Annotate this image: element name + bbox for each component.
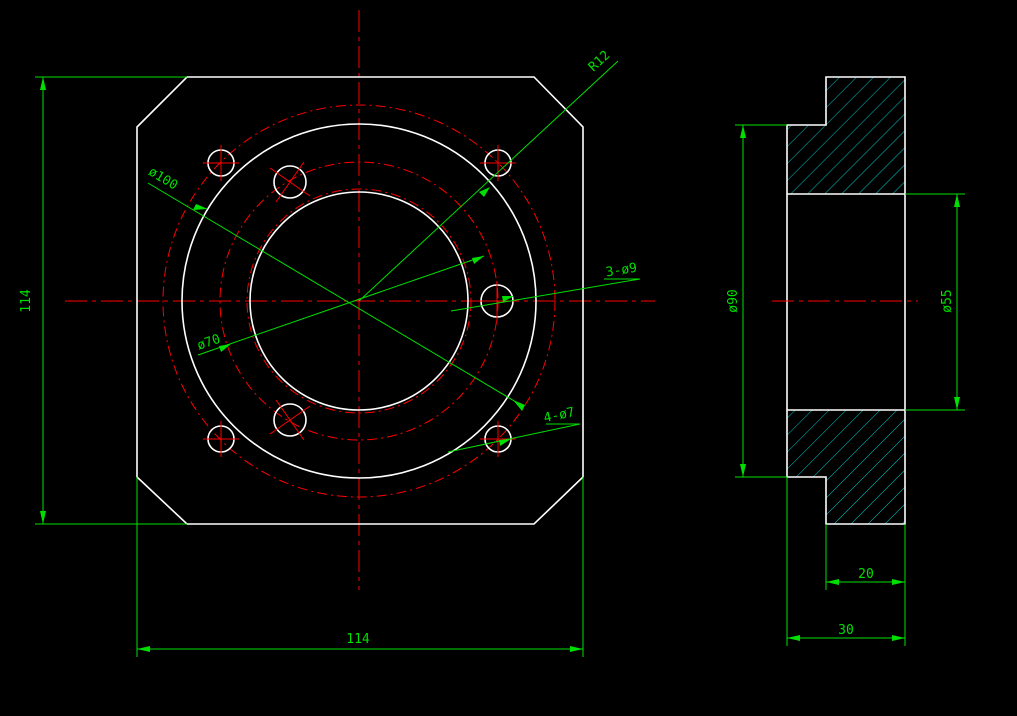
flange-thickness-dimension-label: 20 bbox=[858, 567, 874, 582]
outer-diameter-dimension-label: ø90 bbox=[726, 289, 741, 312]
bore-dimension-label: ø55 bbox=[940, 289, 955, 312]
height-dimension-label: 114 bbox=[19, 289, 34, 313]
upper-section-hatch bbox=[787, 77, 905, 194]
front-view: 114 114 ø100 ø70 R12 3-ø9 4-ø7 bbox=[19, 10, 655, 657]
side-dimension-texts: ø90 ø55 20 30 bbox=[726, 289, 955, 638]
flange-outline bbox=[136, 76, 584, 525]
outer-circle bbox=[181, 123, 537, 479]
side-view: ø90 ø55 20 30 bbox=[726, 76, 965, 646]
four-holes-dimension-label: 4-ø7 bbox=[542, 405, 576, 426]
side-dimension-lines bbox=[735, 124, 965, 646]
front-dimension-texts: 114 114 ø100 ø70 R12 3-ø9 4-ø7 bbox=[19, 48, 638, 647]
pitch-circle-inner bbox=[246, 188, 472, 414]
corner-radius-dimension-label: R12 bbox=[586, 48, 613, 75]
front-centerlines bbox=[65, 10, 655, 590]
pitch-circle-dimension-label: ø70 bbox=[195, 332, 222, 354]
pitch-hole-3 bbox=[273, 403, 307, 437]
front-dimension-lines bbox=[35, 60, 641, 657]
three-holes-dimension-label: 3-ø9 bbox=[605, 261, 638, 281]
total-length-dimension-label: 30 bbox=[838, 623, 854, 638]
bore-circle bbox=[249, 191, 469, 411]
lower-section-hatch bbox=[787, 410, 905, 524]
outer-circle-dimension-label: ø100 bbox=[146, 165, 181, 194]
bolt-circle-outer bbox=[162, 104, 556, 498]
width-dimension-label: 114 bbox=[346, 632, 370, 647]
pitch-hole-1 bbox=[273, 165, 307, 199]
